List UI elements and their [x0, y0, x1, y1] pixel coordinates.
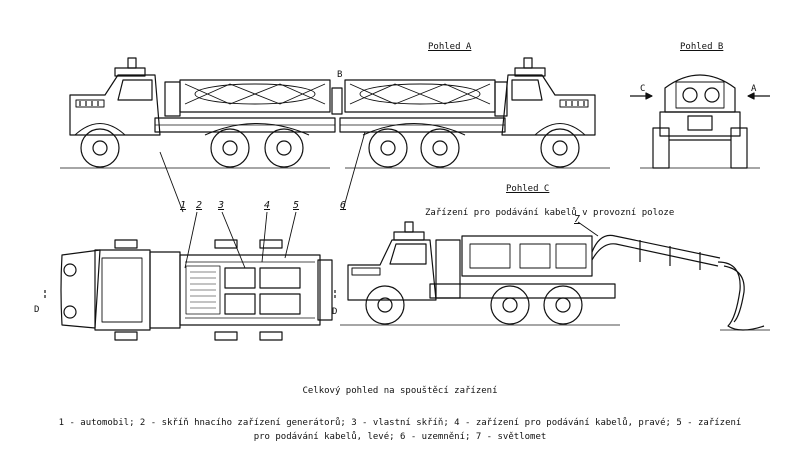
truck-side-view-right — [339, 57, 596, 168]
callout-6: 6 — [340, 200, 347, 211]
callout-3: 3 — [218, 200, 225, 211]
marker-a: A — [751, 84, 757, 94]
view-title-c: Pohled C — [506, 184, 550, 194]
truck-side-view-left — [69, 57, 343, 168]
truck-side-view-operating — [340, 221, 770, 331]
view-title-b: Pohled B — [680, 42, 724, 52]
figure-caption: Celkový pohled na spouštěcí zařízení — [302, 386, 498, 396]
leader-lines — [159, 131, 599, 269]
callout-7: 7 — [574, 214, 581, 225]
truck-rear-view — [630, 74, 770, 169]
view-title-a: Pohled A — [428, 42, 472, 52]
cable-feeder-annotation: Zařízení pro podávání kabelů v provozní … — [425, 208, 675, 218]
legend-line-1: 1 - automobil; 2 - skříň hnacího zařízen… — [58, 418, 742, 428]
marker-b: B — [337, 70, 343, 80]
marker-c: C — [640, 84, 646, 94]
callout-2: 2 — [196, 200, 203, 211]
marker-d-right: D — [332, 307, 338, 317]
callout-5: 5 — [293, 200, 300, 211]
truck-top-view — [44, 239, 336, 341]
callout-4: 4 — [264, 200, 271, 211]
marker-d-left: D — [34, 305, 40, 315]
legend-line-2: pro podávání kabelů, levé; 6 - uzemnění;… — [253, 432, 547, 442]
callout-1: 1 — [180, 200, 187, 211]
